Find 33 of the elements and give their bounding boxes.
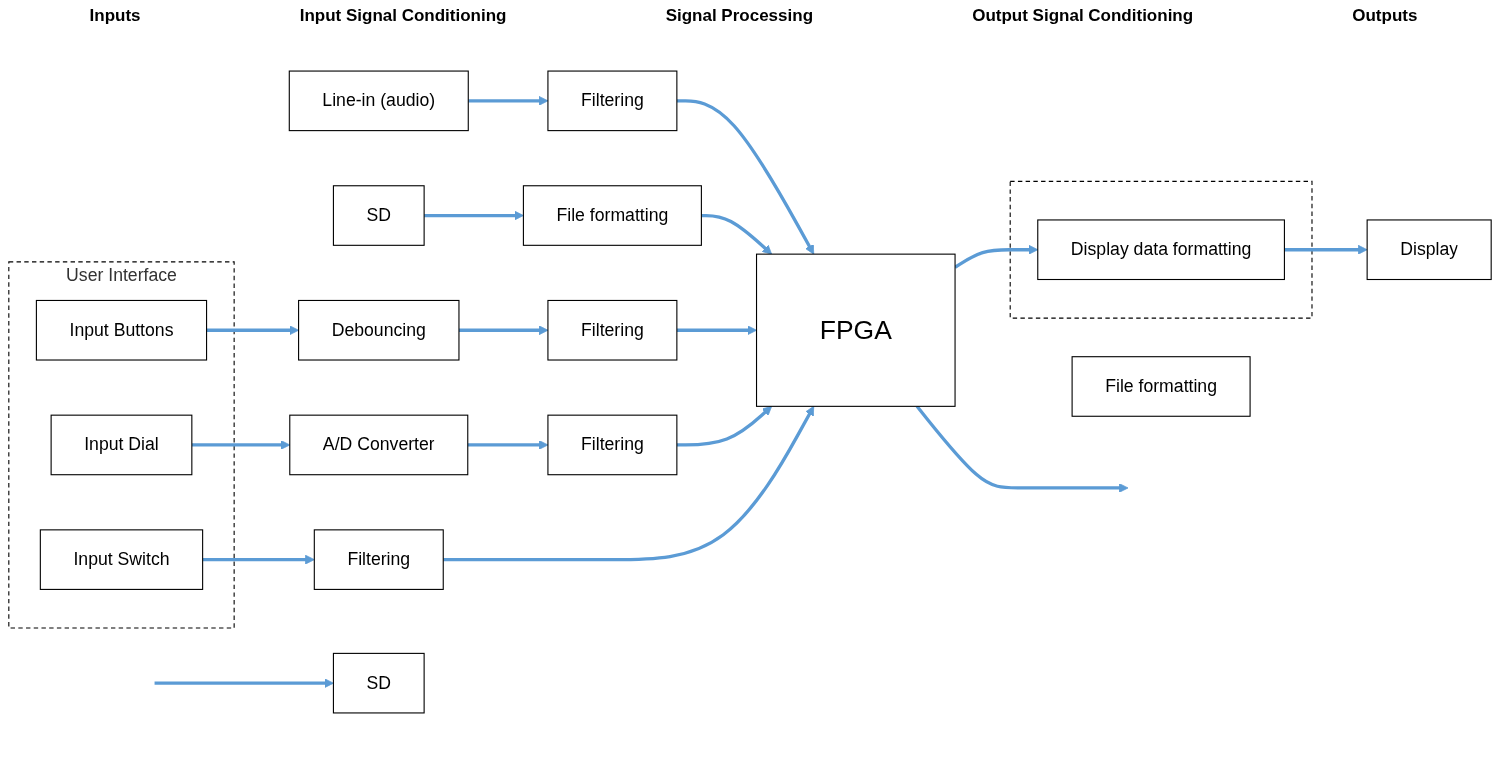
node-box: Display data formatting: [1037, 219, 1285, 281]
column-heading: Input Signal Conditioning: [299, 6, 507, 26]
node-box: File formatting: [1071, 356, 1251, 417]
arrow: [676, 325, 757, 336]
column-heading: Outputs: [1352, 6, 1418, 26]
arrow: [676, 405, 773, 447]
node-box: Input Switch: [39, 529, 204, 590]
arrow: [154, 678, 334, 688]
node-box: SD: [332, 185, 425, 246]
arrow: [202, 554, 315, 565]
node-box: Filtering: [547, 70, 678, 132]
node-box: Filtering: [547, 414, 678, 476]
node-box: SD: [332, 652, 425, 714]
column-heading: Signal Processing: [665, 6, 814, 26]
node-box: Filtering: [313, 529, 444, 590]
arrow: [443, 405, 815, 562]
node-box: Input Buttons: [35, 299, 208, 361]
arrow: [1284, 244, 1368, 255]
node-box: Input Dial: [50, 414, 193, 476]
node-box: A/D Converter: [289, 414, 469, 476]
arrow: [701, 213, 773, 255]
node-box: Display: [1366, 219, 1492, 281]
column-heading: Output Signal Conditioning: [972, 6, 1194, 26]
node-box: Line-in (audio): [288, 70, 469, 132]
node-box: Debouncing: [298, 299, 460, 361]
node-box: FPGA: [756, 253, 956, 407]
node-box: Filtering: [547, 299, 678, 361]
arrow: [424, 210, 524, 221]
column-heading: Inputs: [89, 6, 141, 26]
arrow: [676, 99, 815, 255]
arrow: [915, 405, 1129, 493]
node-box: File formatting: [522, 185, 702, 246]
cluster: [1009, 180, 1313, 319]
